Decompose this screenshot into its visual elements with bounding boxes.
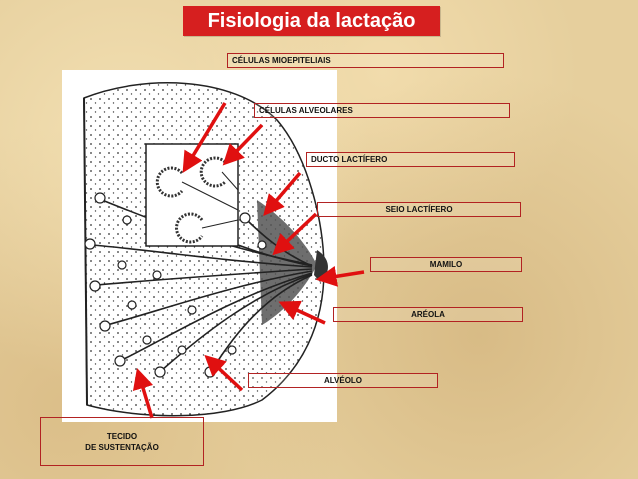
tecido-line-2: DE SUSTENTAÇÃO (85, 442, 159, 452)
arrow-alveolo-right (204, 354, 244, 392)
arrow-alveolares (222, 123, 264, 166)
label-mamilo: MAMILO (370, 257, 522, 272)
arrow-tecido (132, 367, 154, 419)
arrow-ducto (263, 171, 302, 216)
arrow-mamilo (315, 265, 365, 287)
arrow-mioepiteliais (182, 102, 227, 173)
label-celulas-mioepiteliais: CÉLULAS MIOEPITELIAIS (227, 53, 504, 68)
slide-title: Fisiologia da lactação (183, 6, 440, 36)
label-seio-lactifero: SEIO LACTÍFERO (317, 202, 521, 217)
label-tecido-de-sustentacao: TECIDO DE SUSTENTAÇÃO (40, 417, 204, 466)
label-areola: ARÉOLA (333, 307, 523, 322)
tecido-line-1: TECIDO (106, 431, 138, 441)
arrow-areola (278, 300, 326, 325)
arrow-seio (272, 212, 318, 256)
label-alveolo: ALVÉOLO (248, 373, 438, 388)
label-ducto-lactifero: DUCTO LACTÍFERO (306, 152, 515, 167)
label-celulas-alveolares: CÉLULAS ALVEOLARES (254, 103, 510, 118)
